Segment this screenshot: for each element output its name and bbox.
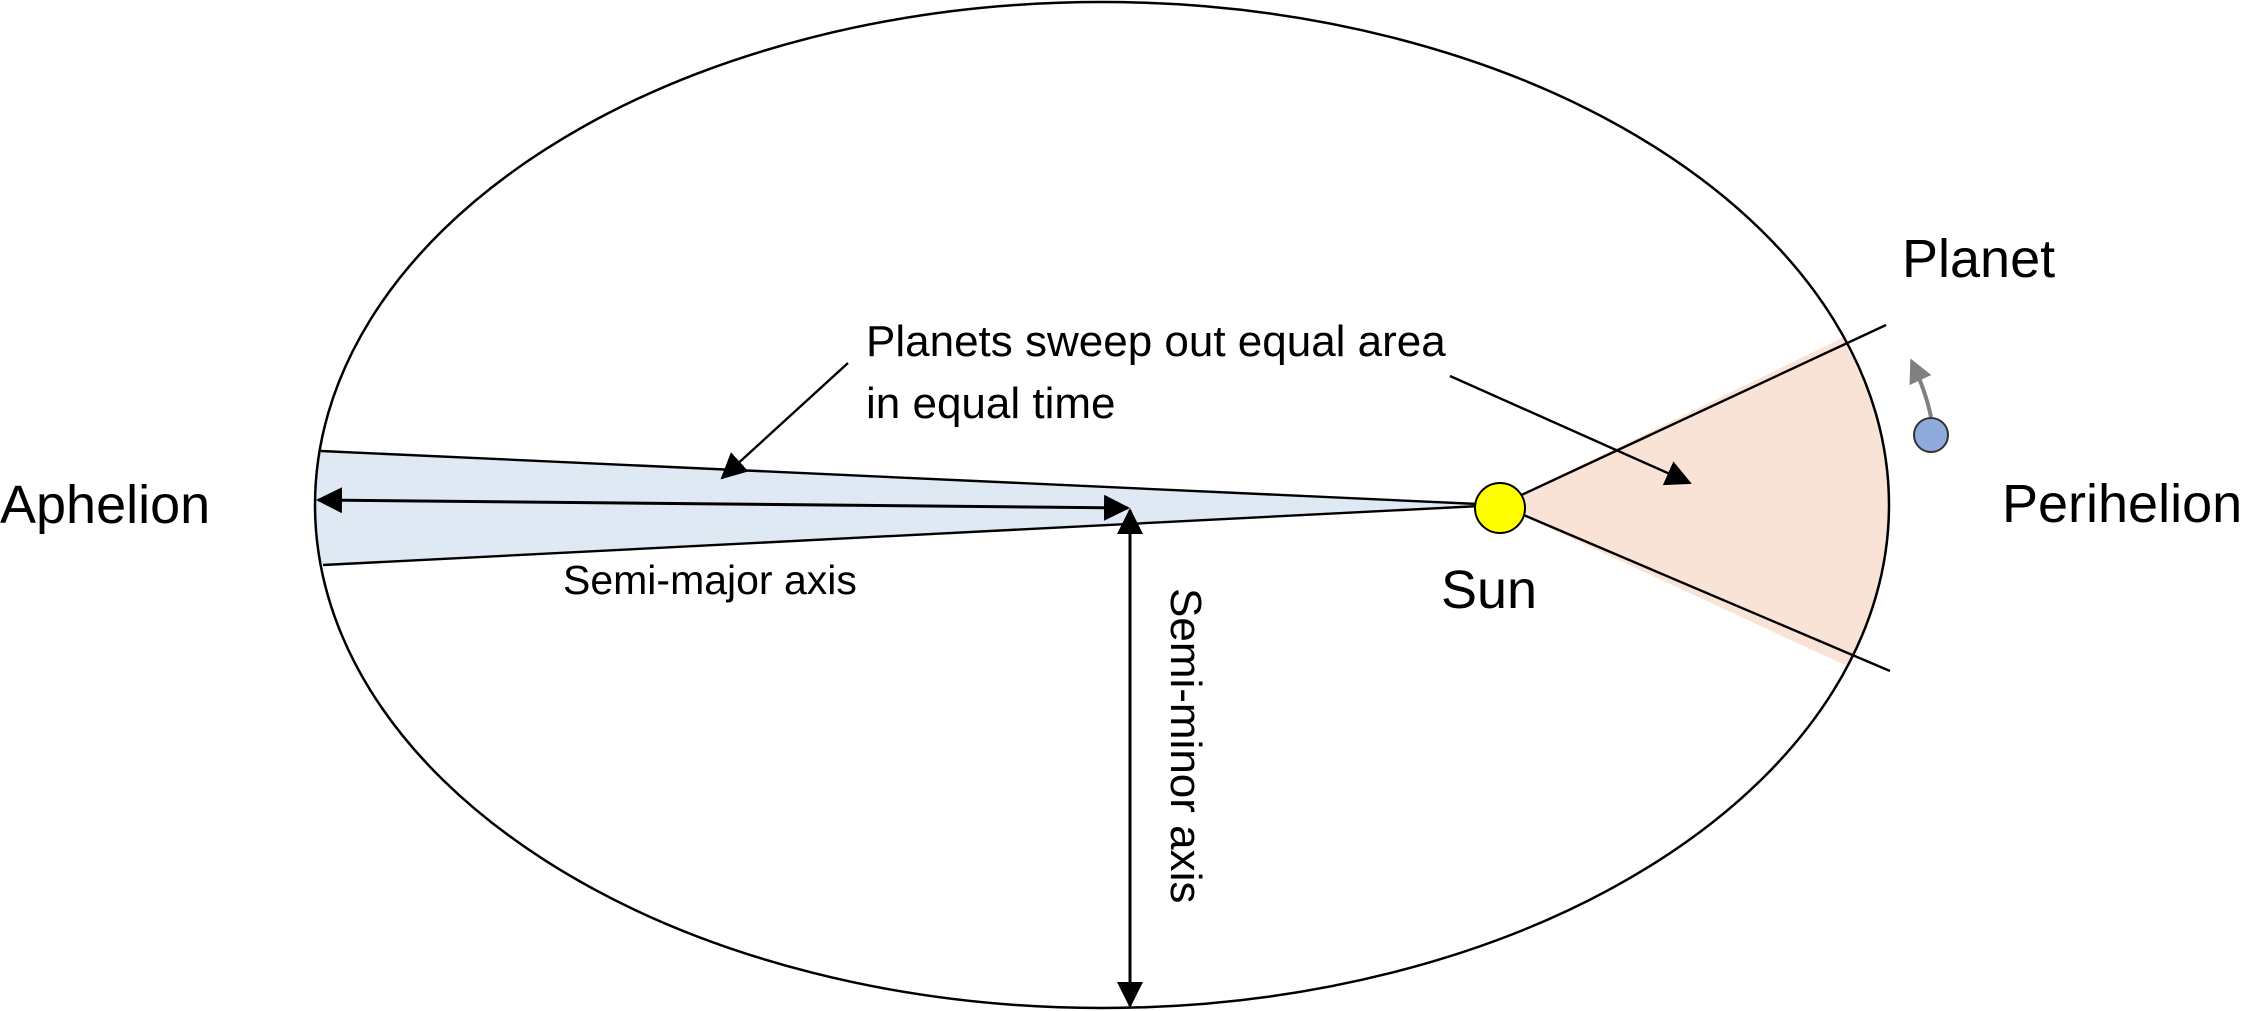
- perihelion-sector: [1500, 300, 1889, 700]
- semi-major-axis-arrow: [316, 487, 1130, 521]
- orbit-ellipse: [313, 0, 1891, 1010]
- sun-label: Sun: [1441, 560, 1537, 620]
- perihelion-sector-upper-edge: [1499, 323, 1887, 507]
- perihelion-sector-lower-edge: [1499, 503, 1891, 673]
- aphelion-sector-upper-edge: [320, 449, 1501, 507]
- aphelion-sector: [315, 450, 1500, 565]
- equal-area-label-line2: in equal time: [866, 379, 1115, 428]
- aphelion-sector-lower-edge: [322, 503, 1501, 567]
- planet-label: Planet: [1902, 229, 2055, 289]
- perihelion-label: Perihelion: [2002, 474, 2242, 534]
- equal-area-pointer-right: [1449, 374, 1692, 486]
- equal-area-pointer-left: [720, 362, 849, 480]
- sun-circle: [1474, 482, 1526, 534]
- semi-minor-axis-label: Semi-minor axis: [1161, 588, 1210, 903]
- semi-major-axis-label: Semi-major axis: [563, 557, 857, 603]
- planet-motion-arrow: [1909, 358, 1933, 418]
- equal-area-label-line1: Planets sweep out equal area: [866, 317, 1446, 366]
- planet-circle: [1913, 417, 1949, 453]
- aphelion-label: Aphelion: [0, 475, 210, 535]
